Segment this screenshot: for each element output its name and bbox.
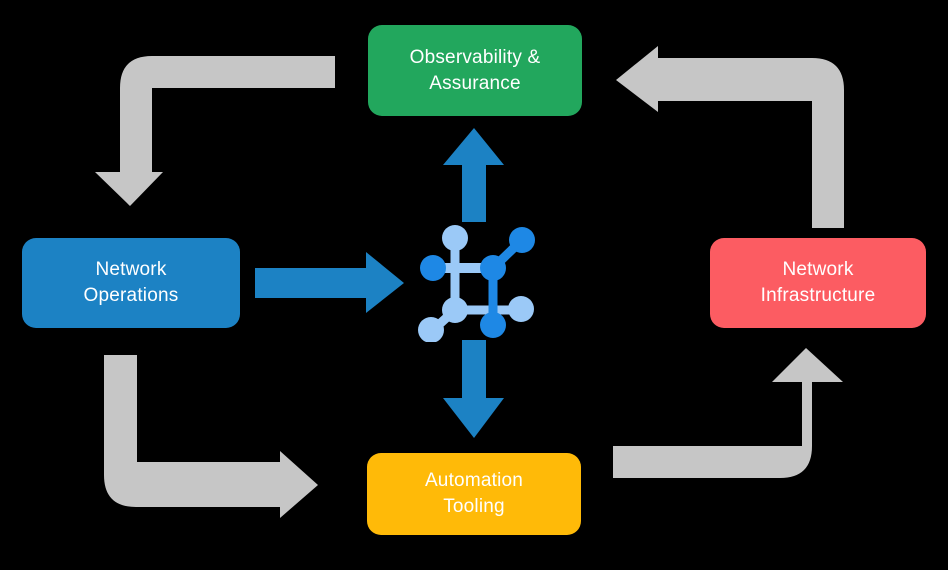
node-top-left-light xyxy=(442,225,468,251)
arrow-observability-to-operations xyxy=(95,56,335,206)
node-top-right-dark xyxy=(509,227,535,253)
node-left-dark xyxy=(420,255,446,281)
arrow-center-to-observability xyxy=(443,128,504,222)
arrow-automation-to-infrastructure xyxy=(613,348,843,478)
node-hub-dark xyxy=(480,255,506,281)
node-bottom-dark xyxy=(480,312,506,338)
arrow-infrastructure-to-observability xyxy=(616,46,844,228)
node-box-observability[interactable]: Observability & Assurance xyxy=(368,25,582,116)
node-box-automation[interactable]: Automation Tooling xyxy=(367,453,581,535)
arrow-operations-to-center xyxy=(255,252,404,313)
node-box-infrastructure[interactable]: Network Infrastructure xyxy=(710,238,926,328)
node-right-light xyxy=(508,296,534,322)
node-box-operations[interactable]: Network Operations xyxy=(22,238,240,328)
node-bottom-left-light xyxy=(418,317,444,342)
arrow-center-to-automation xyxy=(443,340,504,438)
arrow-operations-to-automation xyxy=(104,355,318,518)
network-topology-icon xyxy=(418,225,535,342)
node-mid-left-light xyxy=(442,297,468,323)
